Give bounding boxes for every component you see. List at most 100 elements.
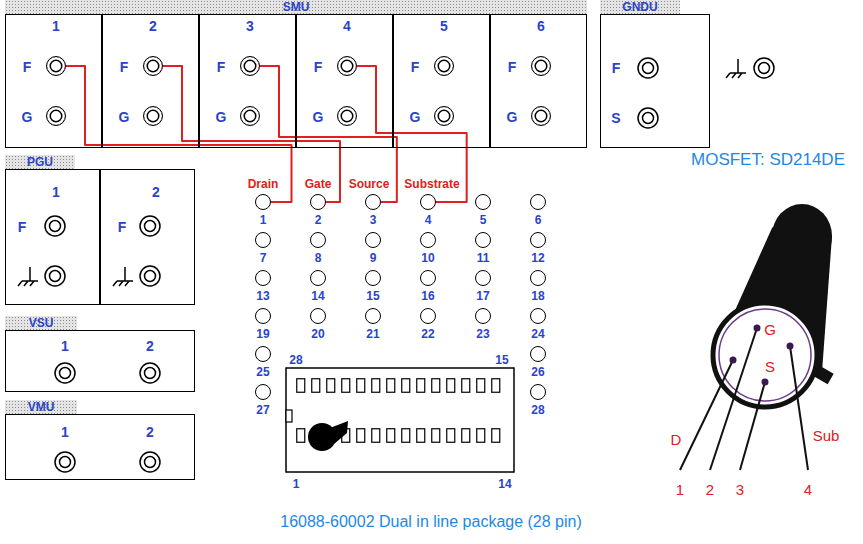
lead-label: 1 bbox=[676, 481, 684, 499]
panel-header-band: GNDU bbox=[600, 0, 680, 14]
channel-label: 2 bbox=[149, 18, 157, 34]
channel-slot: F G 2 bbox=[102, 14, 199, 148]
instrument-panel: VSU12 bbox=[5, 316, 195, 392]
lead-label: 4 bbox=[804, 481, 812, 499]
terminal-jack: F bbox=[46, 56, 66, 76]
socket-pin: 6 bbox=[530, 194, 546, 210]
terminal-jack: G bbox=[143, 106, 163, 126]
channel-slot: 1F bbox=[5, 169, 100, 305]
socket-pin: Gate2 bbox=[310, 194, 326, 210]
socket-pin: 11 bbox=[475, 232, 491, 248]
jack-symbol bbox=[638, 58, 658, 78]
pin-number: 14 bbox=[311, 289, 324, 303]
terminal-jack: F bbox=[434, 56, 454, 76]
jack-symbol bbox=[754, 58, 774, 78]
pin-number: 1 bbox=[260, 213, 267, 227]
mosfet-lead bbox=[790, 346, 808, 470]
terminal-label: F bbox=[612, 60, 621, 76]
ground-symbol bbox=[726, 59, 746, 78]
socket-pin: Source3 bbox=[365, 194, 381, 210]
terminal-jack: F bbox=[143, 56, 163, 76]
test-lead-wire bbox=[163, 66, 340, 202]
socket-pin: 14 bbox=[310, 270, 326, 286]
terminal-jack: G bbox=[531, 106, 551, 126]
channel-label: 4 bbox=[343, 18, 351, 34]
panel-title: GNDU bbox=[622, 0, 657, 14]
socket-pin: 10 bbox=[420, 232, 436, 248]
pin-number: 12 bbox=[531, 251, 544, 265]
socket-pin-number: 1 bbox=[293, 475, 300, 493]
socket-pin: 24 bbox=[530, 308, 546, 324]
socket-pin: 19 bbox=[255, 308, 271, 324]
pin-number: 6 bbox=[535, 213, 542, 227]
jack-symbol bbox=[638, 108, 658, 128]
pin-number: 13 bbox=[256, 289, 269, 303]
jack-symbol bbox=[140, 452, 160, 472]
socket-pin: Substrate4 bbox=[420, 194, 436, 210]
panel-title: PGU bbox=[27, 155, 53, 169]
panel-header-band: SMU bbox=[5, 0, 587, 14]
terminal-label: 1 bbox=[61, 424, 69, 440]
channel-slot: F G 3 bbox=[199, 14, 296, 148]
pin-number: 28 bbox=[531, 403, 544, 417]
pin-number: 23 bbox=[476, 327, 489, 341]
terminal-letter: G bbox=[216, 109, 227, 125]
mosfet-lead bbox=[710, 328, 757, 470]
channel-label: 3 bbox=[246, 18, 254, 34]
panel-header-band: PGU bbox=[5, 155, 75, 169]
channel-label: F bbox=[118, 219, 127, 235]
terminal-letter: F bbox=[217, 59, 226, 75]
channel-slot: F G 6 bbox=[490, 14, 587, 148]
terminal-letter: G bbox=[119, 109, 130, 125]
pin-number: 4 bbox=[425, 213, 432, 227]
socket-lever bbox=[308, 423, 336, 451]
channel-label: F bbox=[18, 219, 27, 235]
socket-pin: 20 bbox=[310, 308, 326, 324]
pin-number: 8 bbox=[315, 251, 322, 265]
terminal-jack: F bbox=[337, 56, 357, 76]
instrument-panel: SMUFG1FG2FG3FG4FG5FG6 bbox=[5, 0, 587, 148]
mosfet-lead bbox=[680, 360, 733, 470]
socket-pin: 28 bbox=[530, 384, 546, 400]
pin-number: 10 bbox=[421, 251, 434, 265]
terminal-letter: F bbox=[411, 59, 420, 75]
socket-pin: 25 bbox=[255, 346, 271, 362]
lead-label: 3 bbox=[736, 481, 744, 499]
pin-number: 22 bbox=[421, 327, 434, 341]
socket-pin: 18 bbox=[530, 270, 546, 286]
pin-number: 27 bbox=[256, 403, 269, 417]
mosfet-pin-dot bbox=[754, 325, 761, 332]
socket-pin-number: 14 bbox=[498, 475, 511, 493]
socket-pin: 12 bbox=[530, 232, 546, 248]
terminal-jack: F bbox=[531, 56, 551, 76]
dip-socket bbox=[286, 368, 514, 472]
panel-frame bbox=[600, 14, 710, 148]
pin-number: 26 bbox=[531, 365, 544, 379]
jack-symbol bbox=[140, 266, 160, 286]
terminal-jack: G bbox=[434, 106, 454, 126]
vsu-vmu-jacks bbox=[55, 363, 160, 472]
terminal-jack: G bbox=[337, 106, 357, 126]
instrument-panel: PGU1F2F bbox=[5, 155, 195, 305]
socket-pin: 13 bbox=[255, 270, 271, 286]
panel-header-band: VSU bbox=[5, 316, 77, 330]
terminal-letter: F bbox=[120, 59, 129, 75]
terminal-letter: F bbox=[23, 59, 32, 75]
socket-pin: 26 bbox=[530, 346, 546, 362]
socket-pin: 21 bbox=[365, 308, 381, 324]
terminal-jack: G bbox=[46, 106, 66, 126]
socket-pin: 16 bbox=[420, 270, 436, 286]
mosfet-header bbox=[713, 303, 817, 407]
channel-label: 1 bbox=[52, 18, 60, 34]
pin-number: 2 bbox=[315, 213, 322, 227]
terminal-letter: G bbox=[410, 109, 421, 125]
socket-pin: 8 bbox=[310, 232, 326, 248]
lead-label: 2 bbox=[706, 481, 714, 499]
terminal-letter: G bbox=[22, 109, 33, 125]
channel-label: 6 bbox=[537, 18, 545, 34]
pin-number: 3 bbox=[370, 213, 377, 227]
pin-signal-name: Drain bbox=[248, 177, 279, 191]
pin-signal-name: Gate bbox=[305, 177, 332, 191]
channel-slot: 2F bbox=[100, 169, 195, 305]
channel-label: 1 bbox=[52, 184, 60, 200]
